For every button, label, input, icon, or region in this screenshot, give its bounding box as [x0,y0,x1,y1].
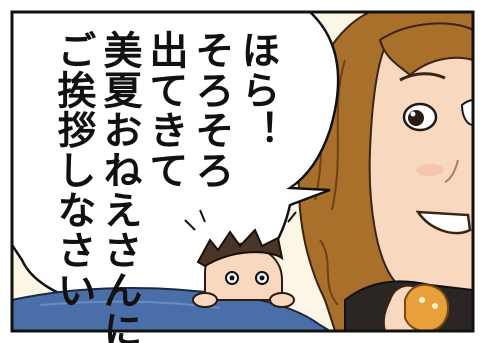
eye-highlight [410,111,416,117]
eyebrow-icon [399,72,446,82]
woman-mouth-icon [415,210,472,235]
speech-text: ほら！ そろそろ 出てきて 美夏おねえさんに ご挨拶しなさい [50,30,280,343]
cookie-icon [404,283,449,333]
boy-hair-icon [196,228,284,268]
boy-hand-right [269,292,295,308]
boy-pupil-right [259,275,265,281]
nose [444,159,459,183]
cookie-detail-2 [432,303,438,309]
speech-line-5: ご挨拶しなさい [51,30,96,310]
speech-line-2: そろそろ [189,30,234,190]
woman-bangs [378,22,474,77]
cookie-detail [419,297,425,303]
panel-border [10,10,475,333]
surprise-lines-icon [184,209,297,231]
boy-hand-left [192,292,218,308]
blush [416,164,444,176]
boy-pupil-left [229,275,235,281]
speech-line-3: 出てきて [143,30,188,190]
speech-line-4: 美夏おねえさんに [97,30,142,343]
woman-pupil [408,110,424,126]
speech-line-1: ほら！ [235,30,280,150]
